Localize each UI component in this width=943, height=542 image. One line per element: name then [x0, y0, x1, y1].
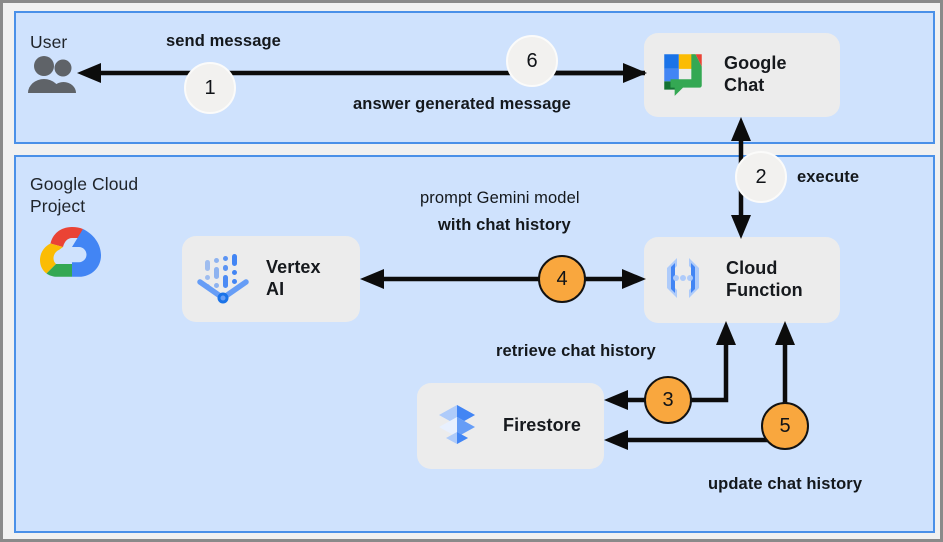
- node-google-chat-label: Google Chat: [724, 53, 787, 95]
- caption-prompt-gemini-line2: with chat history: [438, 216, 571, 234]
- step-badge-6-number: 6: [526, 49, 538, 72]
- vertex-ai-icon: [194, 248, 252, 311]
- step-badge-3-number: 3: [662, 388, 674, 411]
- caption-send-message: send message: [166, 32, 281, 50]
- connector-user-to-chat-head: [549, 63, 647, 83]
- step-badge-2-number: 2: [755, 165, 767, 188]
- caption-prompt-gemini-line1: prompt Gemini model: [420, 189, 580, 207]
- node-firestore-label: Firestore: [503, 415, 581, 436]
- step-badge-5: 5: [761, 402, 809, 450]
- step-badge-2: 2: [735, 151, 787, 203]
- panel-gcp-title: Google Cloud Project: [30, 174, 139, 217]
- firestore-icon: [431, 397, 485, 456]
- cloud-function-icon: [656, 251, 710, 310]
- caption-answer-generated-message: answer generated message: [353, 95, 571, 113]
- caption-update-chat-history: update chat history: [708, 475, 863, 493]
- node-google-chat[interactable]: Google Chat: [644, 33, 840, 117]
- node-vertex-ai-label: Vertex AI: [266, 257, 321, 299]
- google-cloud-icon: [39, 223, 105, 281]
- user-group-icon: [25, 55, 79, 95]
- panel-user-title: User: [30, 32, 68, 52]
- step-badge-6: 6: [506, 35, 558, 87]
- connector-vertexai-cloudfunction: [360, 269, 646, 289]
- step-badge-4-number: 4: [556, 267, 568, 290]
- caption-execute: execute: [797, 168, 860, 186]
- step-badge-1-number: 1: [204, 76, 216, 99]
- node-firestore[interactable]: Firestore: [417, 383, 604, 469]
- node-cloud-function[interactable]: Cloud Function: [644, 237, 840, 323]
- node-vertex-ai[interactable]: Vertex AI: [182, 236, 360, 322]
- caption-retrieve-chat-history: retrieve chat history: [496, 342, 656, 360]
- step-badge-1: 1: [184, 62, 236, 114]
- step-badge-4: 4: [538, 255, 586, 303]
- step-badge-5-number: 5: [779, 414, 791, 437]
- node-cloud-function-label: Cloud Function: [726, 258, 803, 300]
- google-chat-icon: [658, 48, 708, 103]
- step-badge-3: 3: [644, 376, 692, 424]
